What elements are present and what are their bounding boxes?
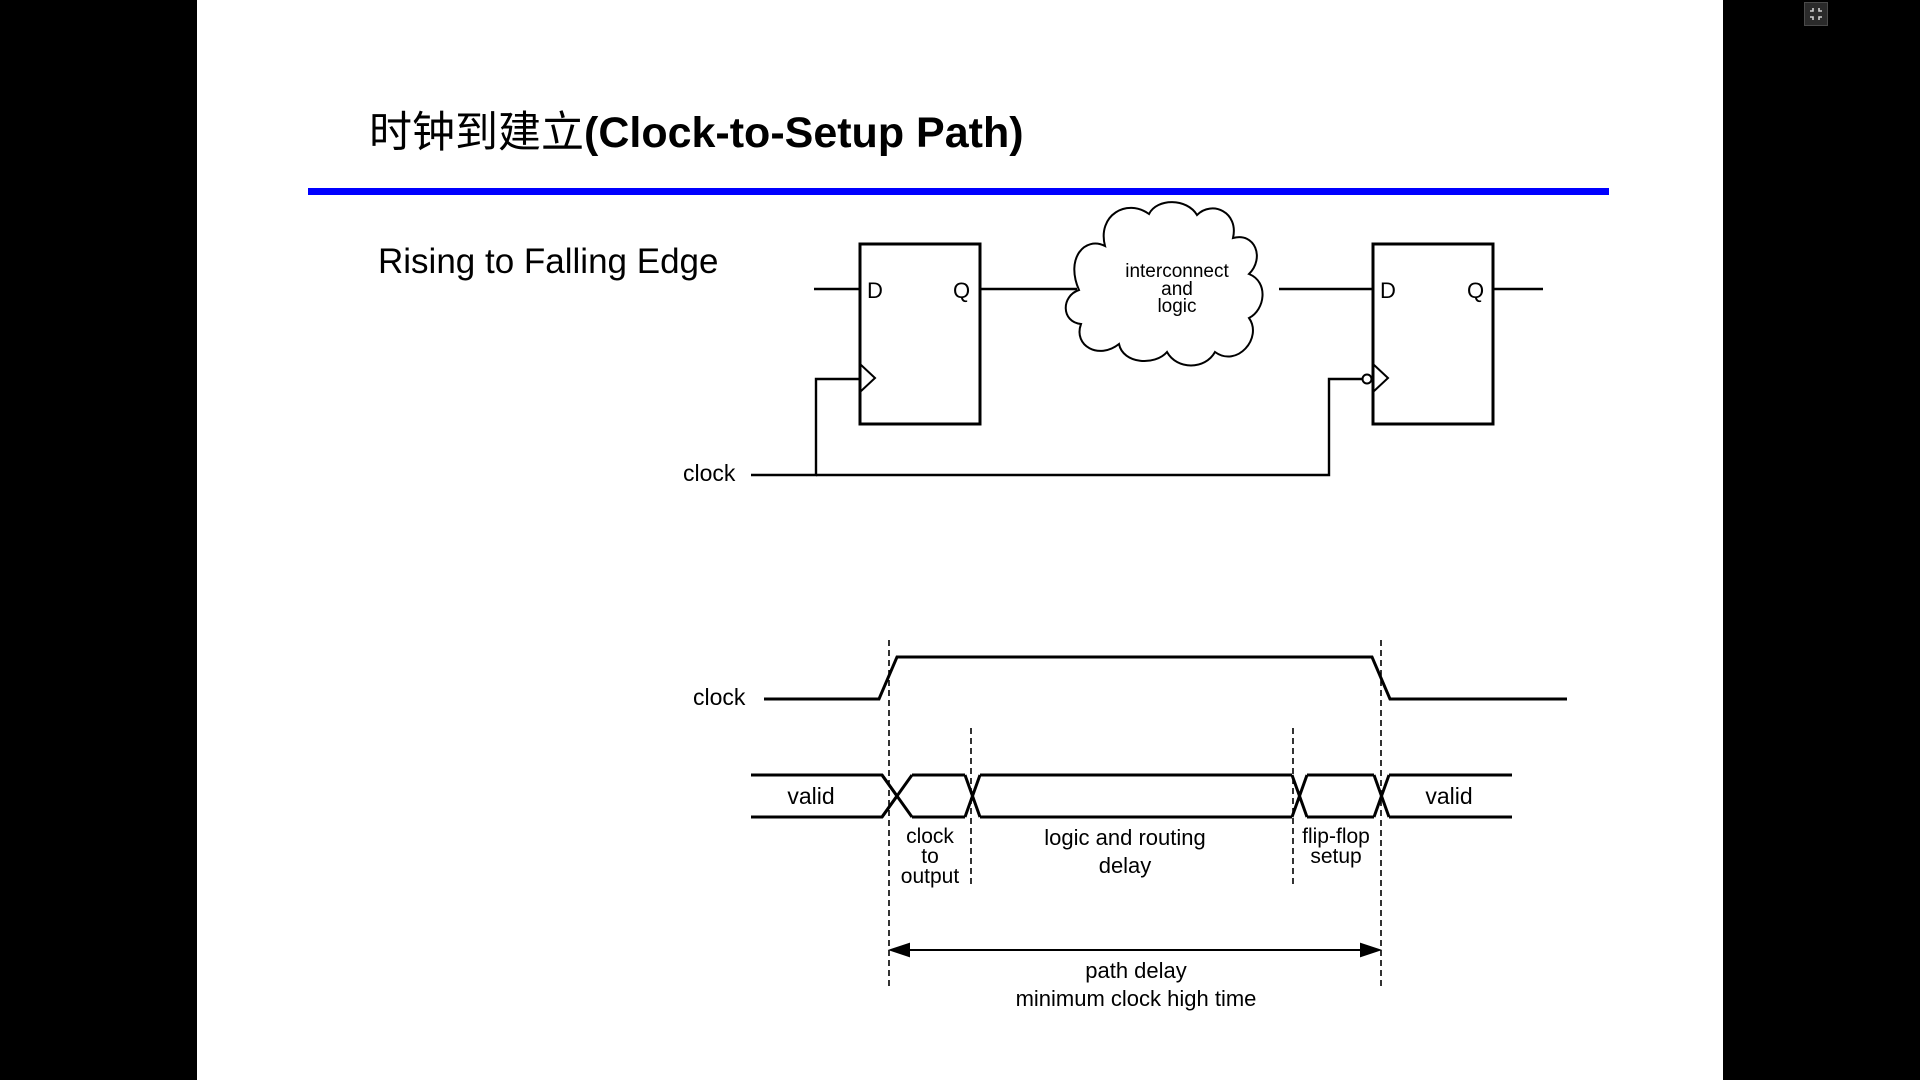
slide: 时钟到建立(Clock-to-Setup Path) Rising to Fal… bbox=[197, 0, 1723, 1080]
timing-clock-label: clock bbox=[693, 684, 746, 710]
timing-labels: clock valid valid clock to output logic … bbox=[693, 684, 1473, 1011]
circuit-clock-label: clock bbox=[683, 460, 736, 486]
valid-left-label: valid bbox=[787, 783, 834, 809]
clock-to-output-line-1: clock bbox=[906, 825, 954, 848]
minimum-clock-high-label: minimum clock high time bbox=[1016, 986, 1257, 1011]
cloud-labels: interconnect and logic bbox=[1125, 261, 1229, 317]
flip-flop-2 bbox=[1371, 242, 1495, 426]
cloud-label-line-1: interconnect bbox=[1125, 261, 1229, 282]
logic-routing-line-2: delay bbox=[1099, 853, 1152, 878]
ff-setup-line-2: setup bbox=[1310, 845, 1361, 868]
interconnect-logic-cloud bbox=[1064, 201, 1264, 367]
cloud-label-line-3: logic bbox=[1157, 296, 1196, 317]
timing-diagram bbox=[751, 640, 1567, 988]
flip-flop-2-inversion-bubble bbox=[1361, 373, 1373, 385]
exit-fullscreen-icon bbox=[1810, 8, 1822, 20]
clock-waveform bbox=[764, 655, 1567, 701]
flip-flop-2-clock-triangle bbox=[1372, 363, 1390, 393]
valid-right-label: valid bbox=[1425, 783, 1472, 809]
data-bus-waveform bbox=[751, 773, 1512, 819]
slide-title: 时钟到建立(Clock-to-Setup Path) bbox=[369, 105, 1024, 161]
ff2-d-label: D bbox=[1380, 278, 1396, 303]
timing-markers bbox=[888, 640, 1382, 988]
cloud-label-line-2: and bbox=[1161, 279, 1193, 300]
exit-fullscreen-button[interactable] bbox=[1804, 2, 1828, 26]
title-chinese: 时钟到建立 bbox=[369, 108, 584, 158]
path-delay-label: path delay bbox=[1085, 958, 1187, 983]
title-english: (Clock-to-Setup Path) bbox=[584, 109, 1024, 157]
circuit-schematic bbox=[751, 201, 1543, 477]
clock-wire-ff2 bbox=[816, 377, 1362, 477]
slide-subtitle: Rising to Falling Edge bbox=[378, 242, 719, 281]
flip-flop-1-clock-triangle bbox=[859, 363, 877, 393]
path-delay-arrow bbox=[887, 942, 1383, 958]
circuit-labels: D Q D Q clock bbox=[683, 278, 1484, 486]
title-divider bbox=[308, 188, 1609, 195]
logic-routing-line-1: logic and routing bbox=[1044, 825, 1205, 850]
ff-setup-line-1: flip-flop bbox=[1302, 825, 1370, 848]
ff1-q-label: Q bbox=[953, 278, 970, 303]
flip-flop-1 bbox=[858, 242, 982, 426]
ff1-d-label: D bbox=[867, 278, 883, 303]
clock-wire-ff1 bbox=[751, 377, 860, 477]
clock-to-output-line-2: to bbox=[921, 845, 939, 868]
clock-to-output-line-3: output bbox=[901, 865, 960, 888]
ff2-q-label: Q bbox=[1467, 278, 1484, 303]
clock-to-setup-diagram: D Q D Q clock interconnect and logic bbox=[683, 201, 1567, 1011]
